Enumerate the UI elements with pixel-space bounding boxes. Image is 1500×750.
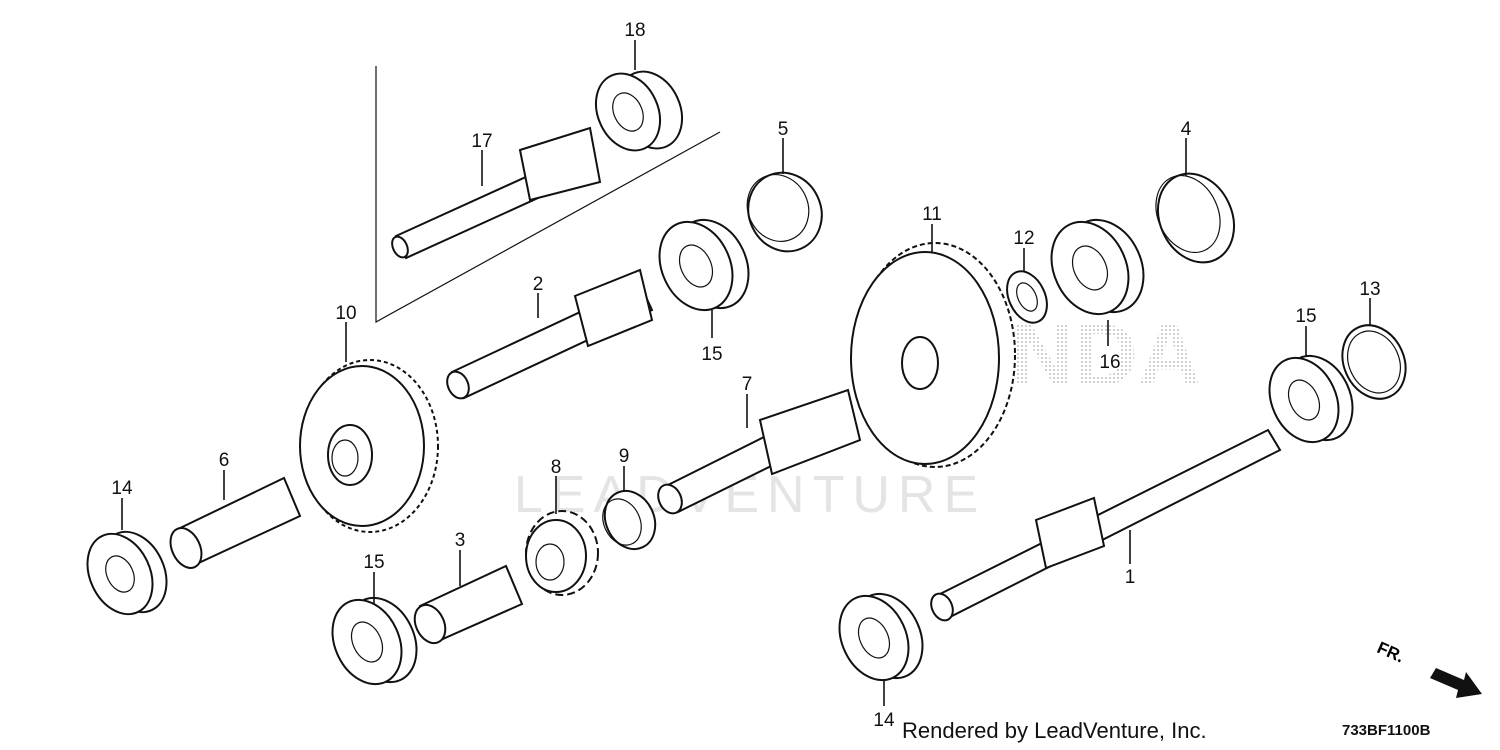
callout-1: 1 <box>1125 567 1136 588</box>
shaft-2 <box>446 268 654 400</box>
callout-15-right: 15 <box>1295 306 1316 327</box>
bearing-15-right <box>1268 354 1354 444</box>
callout-4: 4 <box>1181 119 1192 140</box>
bearing-15-upper <box>658 218 750 312</box>
callout-18: 18 <box>624 20 645 41</box>
callout-14-left: 14 <box>111 478 133 499</box>
bearing-14-bottom <box>838 592 924 682</box>
collar-4 <box>1155 172 1235 264</box>
diagram-code: 733BF1100B <box>1342 722 1431 739</box>
collar-5 <box>746 171 823 253</box>
snap-ring-13 <box>1341 324 1407 400</box>
callout-13: 13 <box>1359 279 1380 300</box>
callout-16: 16 <box>1099 352 1120 373</box>
callout-6: 6 <box>219 450 230 471</box>
collar-3 <box>413 564 524 645</box>
callout-14-bottom: 14 <box>873 710 895 731</box>
callout-7: 7 <box>742 374 753 395</box>
callout-10: 10 <box>335 303 356 324</box>
callout-12: 12 <box>1013 228 1034 249</box>
gear-11 <box>850 242 1016 468</box>
render-credit: Rendered by LeadVenture, Inc. <box>902 718 1207 743</box>
bearing-14-left <box>86 530 168 616</box>
callout-8: 8 <box>551 457 562 478</box>
callout-15-upper: 15 <box>701 344 722 365</box>
bearing-15-lower <box>331 596 418 686</box>
leader-lines <box>121 40 1371 706</box>
bearing-16 <box>1050 218 1145 316</box>
callout-11: 11 <box>922 204 942 225</box>
sprocket-8 <box>525 510 599 596</box>
front-direction-arrow-icon <box>1430 668 1482 698</box>
subassembly-bracket <box>375 66 721 324</box>
collar-9 <box>602 489 657 551</box>
washer-12 <box>1006 270 1048 324</box>
bearing-18 <box>594 70 684 152</box>
gear-10 <box>299 359 439 533</box>
callout-17: 17 <box>471 131 492 152</box>
shaft-7 <box>657 388 862 515</box>
callout-3: 3 <box>455 530 466 551</box>
shaft-1 <box>930 428 1282 622</box>
callout-9: 9 <box>619 446 630 467</box>
shaft-17 <box>391 126 602 260</box>
callout-2: 2 <box>533 274 544 295</box>
callout-15-lower: 15 <box>363 552 384 573</box>
callout-5: 5 <box>778 119 789 140</box>
collar-6 <box>169 476 302 569</box>
